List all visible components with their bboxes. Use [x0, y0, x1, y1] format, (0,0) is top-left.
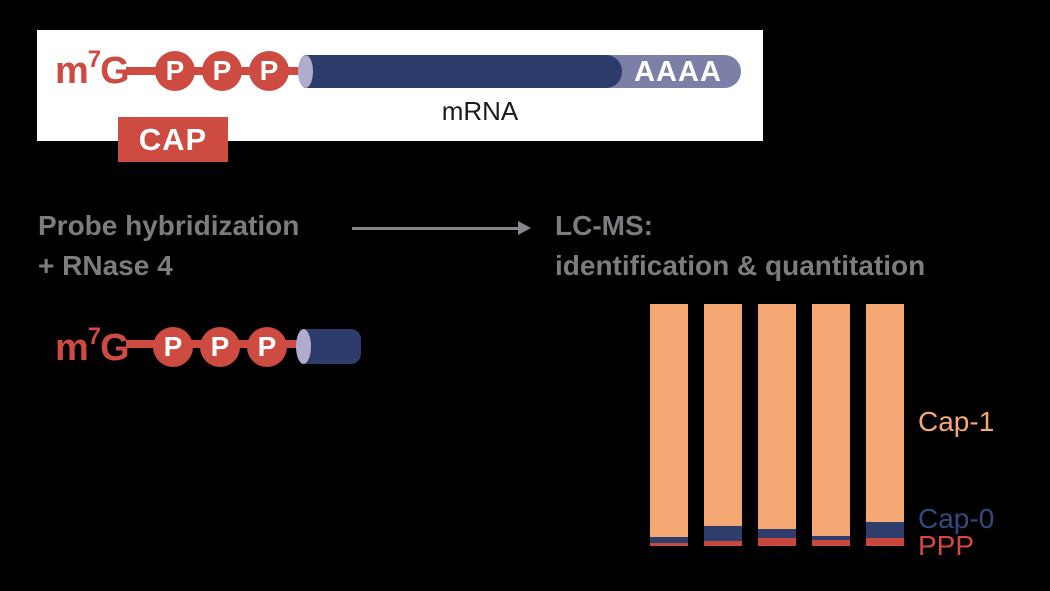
fragment-phosphate-circle: P [247, 327, 287, 367]
fragment-m7g-label: m7G [55, 323, 130, 369]
m7g-label: m7G [55, 46, 130, 92]
mrna-body [304, 55, 622, 88]
legend-cap0: Cap-0 [918, 503, 995, 534]
workflow-step1: Probe hybridization + RNase 4 [38, 206, 299, 286]
bar-segment-ppp [812, 539, 850, 546]
bar-segment-cap-0 [650, 537, 688, 544]
bar-segment-ppp [866, 537, 904, 546]
bar-segment-cap-0 [704, 525, 742, 541]
bar-segment-ppp [650, 543, 688, 546]
stacked-bar [812, 304, 850, 546]
workflow-step1-line1: Probe hybridization [38, 210, 300, 241]
legend-ppp: PPP [918, 530, 975, 561]
stacked-bar [866, 304, 904, 546]
workflow-step2: LC-MS: identification & quantitation [555, 206, 925, 286]
fragment-phosphate-circle: P [200, 327, 240, 367]
arrow-head-icon [518, 221, 531, 235]
workflow-step1-line2: + RNase 4 [38, 250, 173, 281]
fragment-rna-stub-end-cap [296, 329, 311, 364]
fragment-phosphate-circle: P [153, 327, 193, 367]
mrna-body-end-cap [298, 55, 313, 88]
bar-segment-cap-0 [866, 521, 904, 538]
cap-badge: CAP [118, 117, 228, 162]
bar-segment-cap-1 [866, 304, 904, 522]
bar-segment-cap-1 [812, 304, 850, 537]
workflow-step2-line2: identification & quantitation [555, 250, 926, 281]
bar-segment-cap-0 [758, 529, 796, 538]
phosphate-circle: P [202, 51, 242, 91]
bar-segment-cap-0 [812, 536, 850, 540]
bar-segment-cap-1 [704, 304, 742, 526]
phosphate-circle: P [249, 51, 289, 91]
arrow-icon [352, 227, 520, 230]
fragment-rna-stub [303, 329, 361, 364]
phosphate-circle: P [155, 51, 195, 91]
mrna-label: mRNA [441, 96, 519, 126]
bar-segment-cap-1 [650, 304, 688, 538]
bar-chart [650, 304, 904, 546]
legend-cap1: Cap-1 [918, 406, 995, 437]
polya-tail-label: AAAA [634, 56, 722, 88]
workflow-step2-line1: LC-MS: [555, 210, 653, 241]
bar-segment-ppp [758, 538, 796, 546]
stacked-bar [758, 304, 796, 546]
bar-segment-cap-1 [758, 304, 796, 530]
stacked-bar [650, 304, 688, 546]
stacked-bar [704, 304, 742, 546]
bar-segment-ppp [704, 540, 742, 546]
cap-badge-label: CAP [138, 122, 208, 157]
